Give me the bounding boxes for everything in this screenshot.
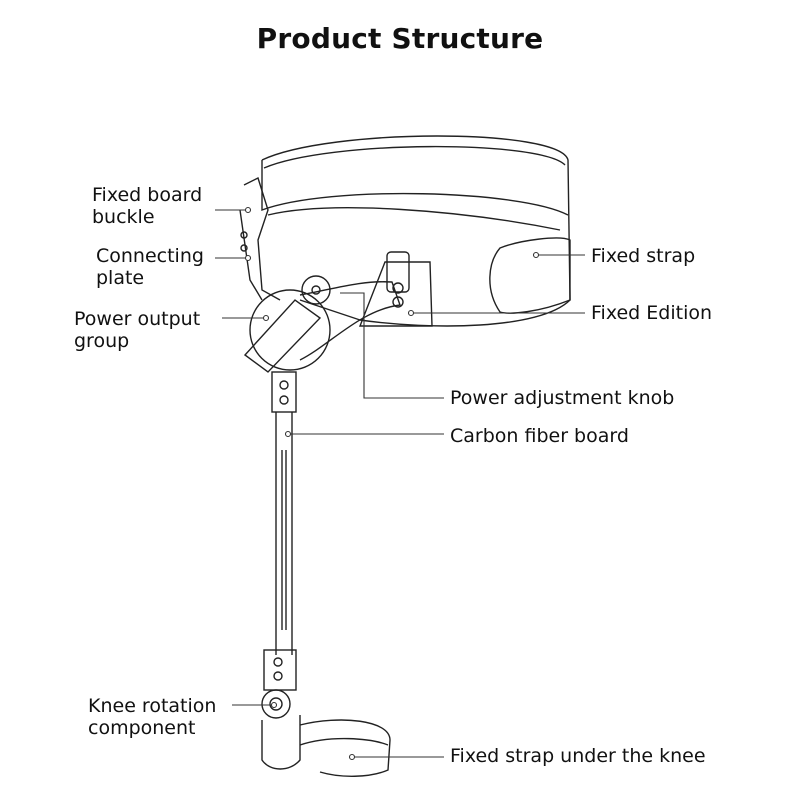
label-line: Knee rotation xyxy=(88,695,217,717)
knee-lower-plate xyxy=(261,715,301,770)
waist-belt xyxy=(261,135,571,327)
label-fixed-edition: Fixed Edition xyxy=(591,302,713,324)
label-connecting-plate: Connecting plate xyxy=(96,245,204,289)
label-power-output-group: Power output group xyxy=(74,308,200,352)
plate-hole xyxy=(240,244,248,252)
fixed-strap-pad xyxy=(489,237,571,314)
label-line: component xyxy=(88,717,196,739)
adjustment-knob xyxy=(301,275,331,305)
label-power-adjustment-knob: Power adjustment knob xyxy=(450,387,675,409)
label-fixed-strap-under-knee: Fixed strap under the knee xyxy=(450,745,706,767)
label-fixed-board-buckle: Fixed board buckle xyxy=(92,184,202,228)
screw xyxy=(392,296,404,308)
label-line: Power output xyxy=(74,308,201,330)
page-title: Product Structure xyxy=(256,22,544,55)
adjustment-knob-center xyxy=(311,285,321,295)
upper-bracket xyxy=(271,371,297,413)
label-line: group xyxy=(74,330,130,352)
buckle xyxy=(243,177,281,301)
carbon-fiber-board xyxy=(275,412,293,655)
label-line: plate xyxy=(96,267,145,289)
knee-strap xyxy=(299,719,391,777)
label-line: Connecting xyxy=(96,245,204,267)
power-output-disc xyxy=(249,289,331,371)
knee-rotation-disc xyxy=(261,689,291,719)
label-knee-rotation-component: Knee rotation component xyxy=(88,695,216,739)
label-line: buckle xyxy=(92,206,155,228)
fixed-edition-plate xyxy=(358,261,433,327)
edition-clip xyxy=(386,251,410,293)
screw xyxy=(392,282,404,294)
label-line: Fixed board xyxy=(92,184,203,206)
power-lever xyxy=(243,299,322,373)
label-fixed-strap: Fixed strap xyxy=(591,245,696,267)
label-carbon-fiber-board: Carbon fiber board xyxy=(450,425,629,447)
board-slot xyxy=(281,450,287,630)
plate-hole xyxy=(240,231,248,239)
connecting-plate xyxy=(239,209,263,301)
